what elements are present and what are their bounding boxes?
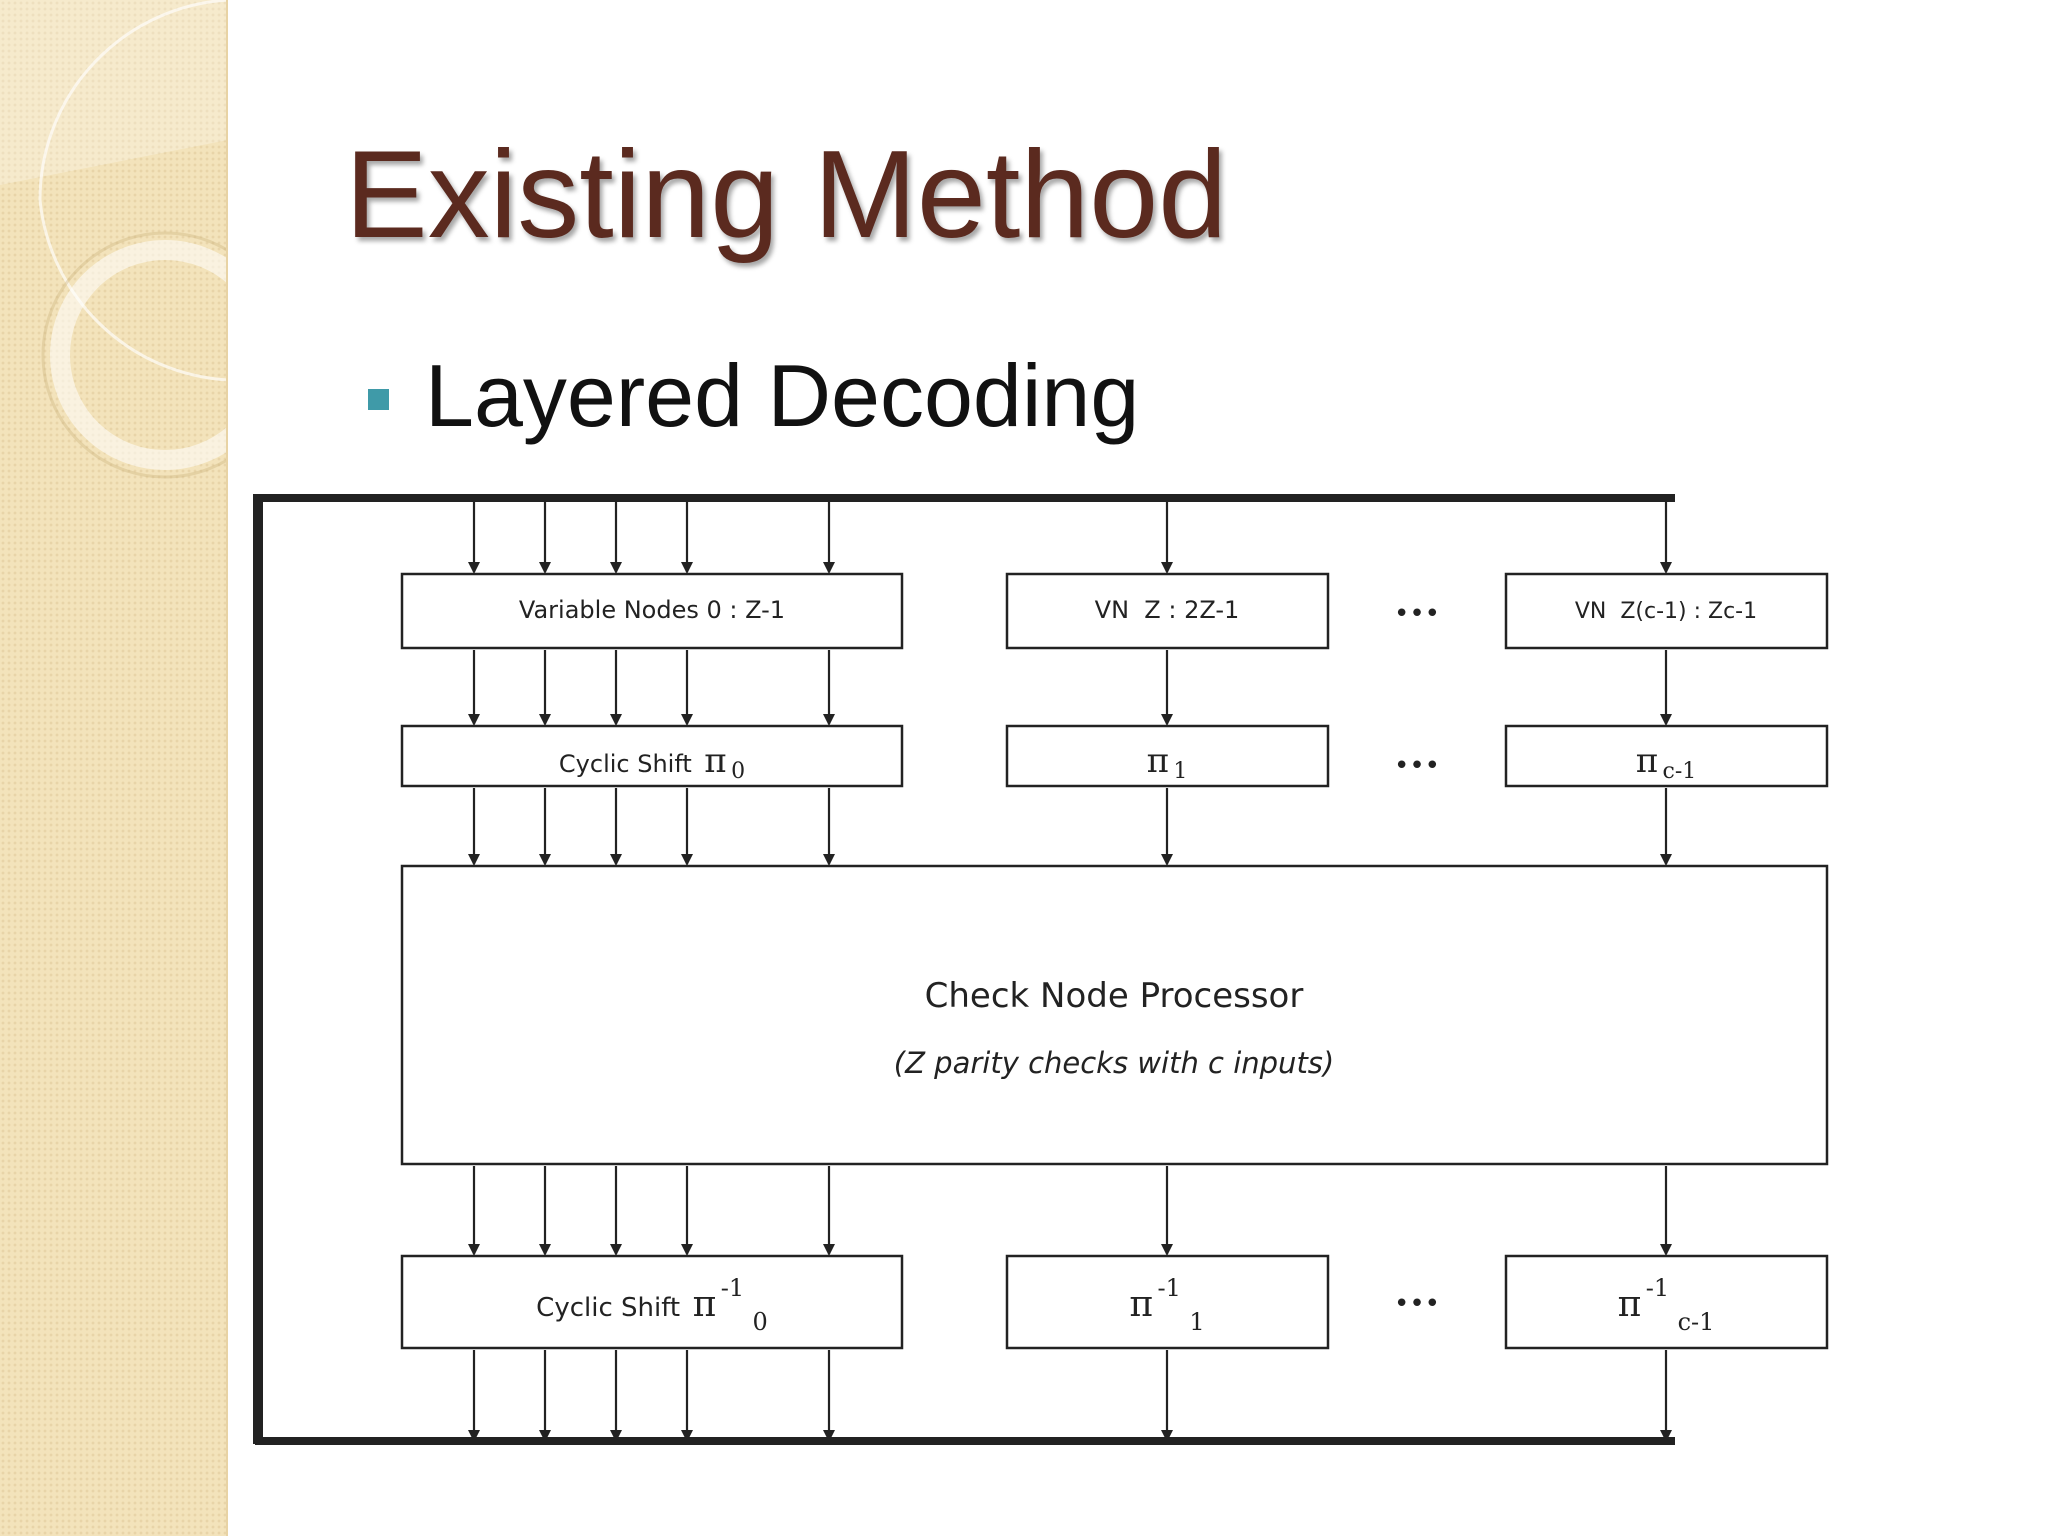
square-bullet-icon (368, 388, 389, 410)
decorative-sidebar (0, 0, 228, 1536)
ellipsis-vn: ••• (1394, 599, 1440, 629)
feedback-loop (253, 494, 1675, 1445)
sidebar-edge (226, 0, 228, 1536)
shift-label-2: π c-1 (1636, 741, 1697, 784)
check-node-processor: Check Node Processor (Z parity checks wi… (400, 864, 1829, 1166)
inv-shift-label-2: π -1 c-1 (1618, 1274, 1715, 1336)
inv-shift-box-2 (1504, 1254, 1829, 1350)
vn-box-2 (1504, 572, 1829, 650)
signal-arrows (468, 502, 1672, 1442)
shift-label-1: π 1 (1147, 741, 1188, 784)
variable-node-row: Variable Nodes 0 : Z-1 VN Z : 2Z-1 ••• V… (400, 572, 1829, 650)
shift-box-1 (1005, 724, 1330, 788)
inv-shift-label-0: Cyclic Shift π -1 0 (536, 1274, 768, 1336)
vn-label-0: Variable Nodes 0 : Z-1 (519, 596, 785, 624)
ellipsis-inv: ••• (1394, 1289, 1440, 1319)
vn-box-0 (400, 572, 904, 650)
ellipsis-shift: ••• (1394, 751, 1440, 781)
shift-box-2 (1504, 724, 1829, 788)
vn-label-2: VN Z(c-1) : Zc-1 (1575, 599, 1757, 624)
check-node-box (400, 864, 1829, 1166)
slide-title: Existing Method (345, 126, 1228, 264)
shift-label-0: Cyclic Shift π 0 (559, 741, 745, 784)
vn-label-1: VN Z : 2Z-1 (1095, 596, 1240, 624)
sidebar-rings-icon (0, 0, 228, 479)
bullet-item: Layered Decoding (368, 345, 1139, 447)
inverse-shift-row: Cyclic Shift π -1 0 π -1 1 ••• π -1 c-1 (400, 1254, 1829, 1350)
bullet-text: Layered Decoding (425, 346, 1140, 445)
inv-shift-label-1: π -1 1 (1129, 1274, 1204, 1336)
cyclic-shift-row: Cyclic Shift π 0 π 1 ••• π c-1 (400, 724, 1829, 788)
vn-box-1 (1005, 572, 1330, 650)
inv-shift-box-1 (1005, 1254, 1330, 1350)
check-node-title: Check Node Processor (925, 976, 1304, 1016)
shift-box-0 (400, 724, 904, 788)
inv-shift-box-0 (400, 1254, 904, 1350)
check-node-subtitle: (Z parity checks with c inputs) (894, 1046, 1334, 1080)
